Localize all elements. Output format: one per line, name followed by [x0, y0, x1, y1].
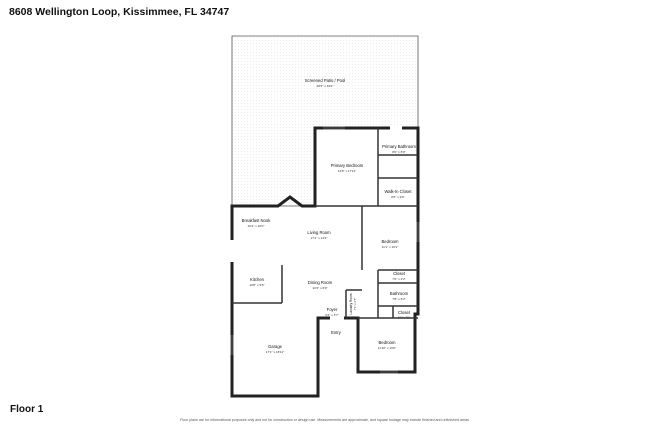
patio-area: [231, 35, 419, 207]
floor-label: Floor 1: [10, 404, 44, 415]
window-marks: [230, 126, 420, 374]
svg-text:10'3" x 8'9": 10'3" x 8'9": [312, 286, 327, 290]
svg-text:Closet: Closet: [398, 310, 411, 315]
svg-text:6'2" x 3'7": 6'2" x 3'7": [325, 313, 339, 317]
room-label-dining-room: Dining Room 10'3" x 8'9": [308, 280, 333, 290]
svg-text:10'4" x 10'0": 10'4" x 10'0": [248, 224, 265, 228]
svg-text:Bathroom: Bathroom: [390, 291, 409, 296]
svg-text:28'3" x 34'2": 28'3" x 34'2": [317, 84, 334, 88]
svg-text:17'1" x 18'11": 17'1" x 18'11": [266, 350, 284, 354]
room-label-kitchen: Kitchen 10'8" x 9'5": [249, 277, 264, 287]
svg-text:Breakfast Nook: Breakfast Nook: [242, 218, 272, 223]
room-label-primary-bathroom: Primary Bathroom 8'0" x 8'0": [382, 144, 416, 154]
svg-text:Closet: Closet: [393, 271, 406, 276]
room-label-bathroom: Bathroom 7'8" x 5'2": [390, 291, 409, 301]
svg-text:7'8" x 5'2": 7'8" x 5'2": [392, 297, 406, 301]
svg-text:Kitchen: Kitchen: [250, 277, 265, 282]
svg-text:Primary Bathroom: Primary Bathroom: [382, 144, 416, 149]
svg-text:Living Room: Living Room: [307, 230, 331, 235]
svg-text:8'0" x 8'0": 8'0" x 8'0": [392, 150, 406, 154]
svg-text:8'6" x 9'6": 8'6" x 9'6": [391, 195, 405, 199]
room-label-patio: Screened Patio / Pool 28'3" x 34'2": [305, 78, 346, 88]
room-label-closet: Closet 7'0" x 2'2": [392, 271, 406, 281]
svg-text:10'8" x 9'5": 10'8" x 9'5": [249, 283, 264, 287]
room-label-bedroom-2: Bedroom 11'10" x 10'0": [378, 340, 396, 350]
svg-text:Primary Bedroom: Primary Bedroom: [331, 163, 364, 168]
svg-text:7'1" x 3'7": 7'1" x 3'7": [353, 298, 357, 310]
svg-text:Walk-In Closet: Walk-In Closet: [384, 189, 412, 194]
svg-text:Bedroom: Bedroom: [382, 239, 400, 244]
svg-text:Garage: Garage: [268, 344, 283, 349]
svg-text:11'1" x 10'1": 11'1" x 10'1": [382, 245, 399, 249]
svg-text:Laundry Room: Laundry Room: [349, 293, 353, 314]
svg-text:11'10" x 10'0": 11'10" x 10'0": [378, 346, 396, 350]
room-label-walk-in-closet: Walk-In Closet 8'6" x 9'6": [384, 189, 412, 199]
svg-text:17'1" x 14'4": 17'1" x 14'4": [311, 236, 328, 240]
svg-text:5'0" x 2'0": 5'0" x 2'0": [398, 316, 409, 320]
room-label-garage: Garage 17'1" x 18'11": [266, 344, 284, 354]
svg-text:Dining Room: Dining Room: [308, 280, 333, 285]
house-outline: [230, 126, 420, 398]
disclaimer-text: Floor plans are for informational purpos…: [180, 418, 470, 422]
svg-text:7'0" x 2'2": 7'0" x 2'2": [392, 277, 406, 281]
svg-text:12'8" x 17'11": 12'8" x 17'11": [338, 169, 356, 173]
svg-text:Bedroom: Bedroom: [379, 340, 397, 345]
door-openings: [230, 126, 402, 320]
svg-text:Screened Patio / Pool: Screened Patio / Pool: [305, 78, 346, 83]
room-label-living-room: Living Room 17'1" x 14'4": [307, 230, 331, 240]
room-label-bedroom: Bedroom 11'1" x 10'1": [382, 239, 400, 249]
svg-text:Foyer: Foyer: [327, 307, 338, 312]
svg-text:Entry: Entry: [331, 330, 342, 335]
room-label-closet-2: Closet 5'0" x 2'0": [398, 310, 411, 320]
room-label-breakfast-nook: Breakfast Nook 10'4" x 10'0": [242, 218, 272, 228]
interior-walls: [232, 128, 418, 319]
listing-address: 8608 Wellington Loop, Kissimmee, FL 3474…: [9, 6, 230, 18]
room-label-primary-bedroom: Primary Bedroom 12'8" x 17'11": [331, 163, 364, 173]
room-label-foyer: Foyer 6'2" x 3'7": [325, 307, 339, 317]
room-label-laundry: Laundry Room 7'1" x 3'7": [349, 293, 357, 314]
room-label-entry: Entry: [331, 330, 342, 335]
